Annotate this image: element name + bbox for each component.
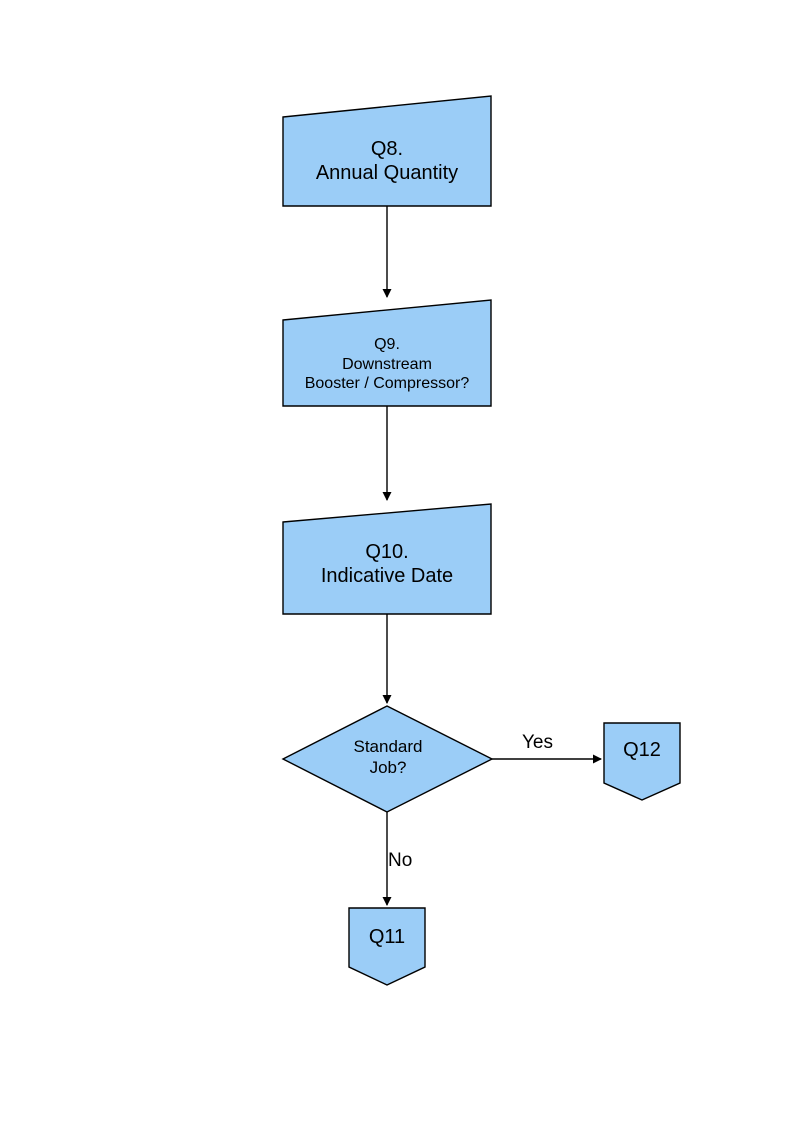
node-q8-shape[interactable] [282, 95, 492, 207]
node-q9-shape[interactable] [282, 299, 492, 407]
node-q12-shape[interactable] [603, 722, 681, 801]
node-q10-shape[interactable] [282, 503, 492, 615]
node-q11-shape[interactable] [348, 907, 426, 986]
node-decision-shape[interactable] [281, 705, 494, 813]
